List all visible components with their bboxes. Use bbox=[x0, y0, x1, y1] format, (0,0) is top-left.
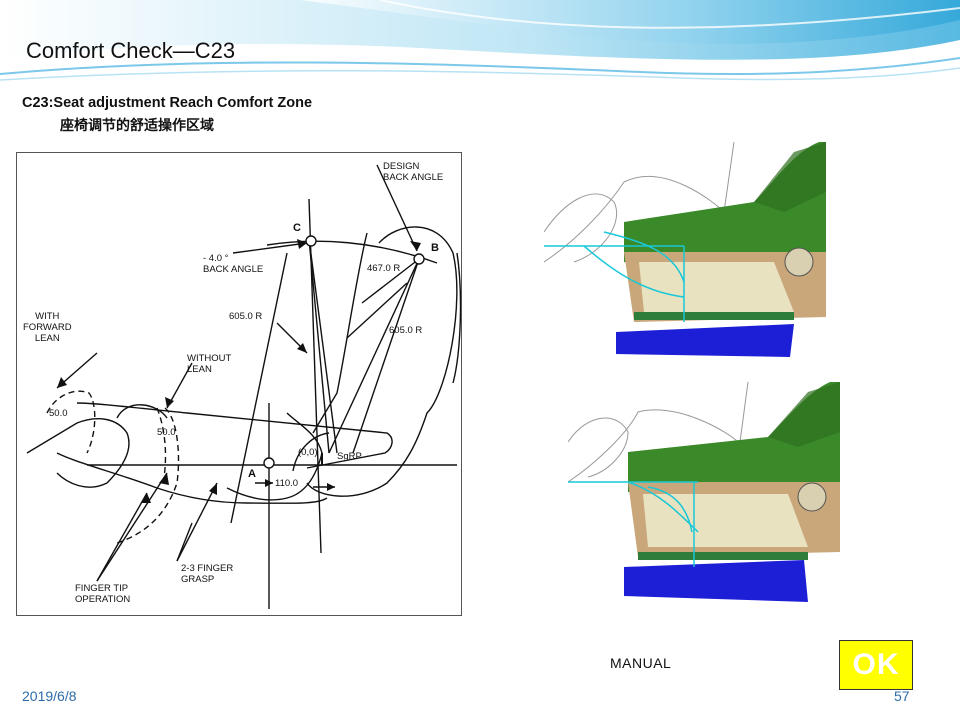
ok-status-badge: OK bbox=[839, 640, 913, 690]
reach-zone-drawing bbox=[26, 164, 461, 609]
seat-render-top-drawing bbox=[544, 142, 826, 357]
label-radius-467: 467.0 R bbox=[367, 263, 401, 274]
label-radius-605-left: 605.0 R bbox=[229, 311, 263, 322]
label-line: FORWARD bbox=[23, 322, 72, 333]
label-with-forward-lean: WITH FORWARD LEAN bbox=[23, 311, 72, 344]
label-finger-grasp: 2-3 FINGER GRASP bbox=[181, 563, 233, 585]
label-dim-50-left: 50.0 bbox=[49, 408, 68, 419]
footer-page-number: 57 bbox=[894, 688, 910, 704]
seat-render-bottom bbox=[568, 382, 840, 604]
label-point-a: A bbox=[248, 468, 256, 480]
header-wave-decoration bbox=[0, 0, 960, 81]
slide-title: Comfort Check—C23 bbox=[26, 38, 236, 63]
manual-label: MANUAL bbox=[610, 655, 672, 671]
label-sgrp: SgRP bbox=[337, 451, 362, 462]
label-point-b: B bbox=[431, 242, 439, 254]
label-line: 2-3 FINGER bbox=[181, 563, 234, 574]
label-origin: (0,0) bbox=[298, 447, 318, 458]
label-without-lean: WITHOUT LEAN bbox=[187, 353, 231, 375]
label-finger-tip: FINGER TIP OPERATION bbox=[75, 583, 130, 605]
label-line: - 4.0 ° bbox=[203, 253, 229, 264]
label-dim-50-mid: 50.0 bbox=[157, 427, 176, 438]
label-line: LEAN bbox=[34, 333, 60, 344]
reach-zone-diagram: DESIGN BACK ANGLE C B A - 4.0 ° BACK ANG… bbox=[16, 152, 462, 616]
slide-subtitle: C23:Seat adjustment Reach Comfort Zone bbox=[22, 95, 313, 111]
label-line: OPERATION bbox=[75, 594, 131, 605]
label-line: GRASP bbox=[181, 574, 215, 585]
seat-render-bottom-drawing bbox=[568, 382, 840, 602]
label-back-angle: - 4.0 ° BACK ANGLE bbox=[203, 253, 263, 275]
label-radius-605-right: 605.0 R bbox=[389, 325, 423, 336]
label-point-c: C bbox=[293, 222, 301, 234]
label-line: FINGER TIP bbox=[75, 583, 129, 594]
footer-date: 2019/6/8 bbox=[22, 688, 77, 704]
label-line: WITH bbox=[35, 311, 60, 322]
ok-status-text: OK bbox=[852, 648, 900, 681]
seat-render-top bbox=[544, 142, 826, 360]
label-line: DESIGN bbox=[383, 161, 420, 172]
label-line: BACK ANGLE bbox=[203, 264, 264, 275]
label-line: BACK ANGLE bbox=[383, 172, 444, 183]
label-line: LEAN bbox=[187, 364, 212, 375]
label-design-back-angle: DESIGN BACK ANGLE bbox=[383, 161, 443, 183]
label-line: WITHOUT bbox=[187, 353, 232, 364]
slide-subtitle-chinese: 座椅调节的舒适操作区域 bbox=[60, 118, 214, 134]
label-dim-110: 110.0 bbox=[275, 478, 299, 489]
